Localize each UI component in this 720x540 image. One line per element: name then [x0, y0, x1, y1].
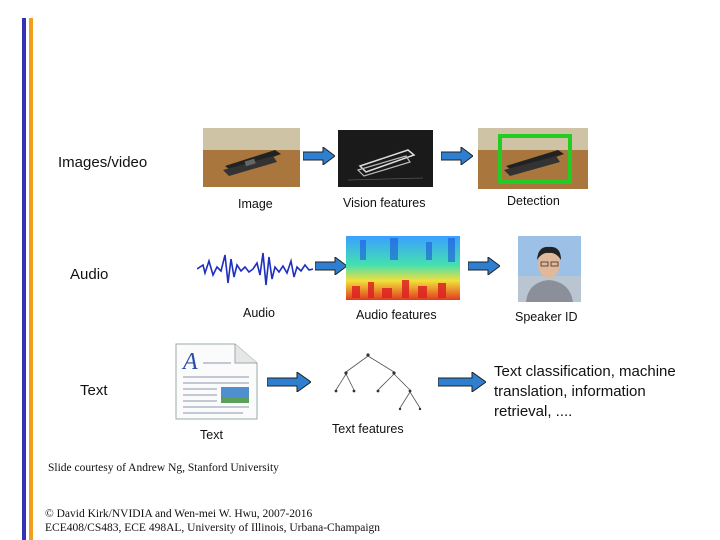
text-result-description: Text classification, machine translation…	[494, 362, 676, 422]
caption-text: Text	[200, 428, 223, 442]
arrow-right-icon	[438, 372, 486, 392]
speaker-portrait	[518, 236, 581, 302]
caption-image: Image	[238, 197, 273, 211]
caption-audio: Audio	[243, 306, 275, 320]
caption-detection: Detection	[507, 194, 560, 208]
document-letter-glyph: A	[181, 349, 198, 375]
left-accent-bar-orange	[29, 18, 33, 540]
audio-spectrogram	[346, 236, 460, 300]
detection-box	[498, 134, 572, 184]
row-label-images: Images/video	[58, 154, 148, 171]
document-icon: A	[175, 343, 258, 420]
arrow-right-icon	[303, 147, 335, 165]
row-label-audio: Audio	[70, 266, 109, 283]
arrow-right-icon	[267, 372, 311, 392]
vision-features-edge-image	[338, 130, 433, 187]
left-accent-bar-blue	[22, 18, 26, 540]
text-result-line: retrieval, ....	[494, 403, 573, 420]
arrow-right-icon	[315, 257, 347, 275]
copyright-line-2: ECE408/CS483, ECE 498AL, University of I…	[45, 522, 381, 534]
stapler-photo	[203, 128, 300, 187]
row-label-text: Text	[80, 382, 108, 399]
parse-tree-diagram	[334, 353, 422, 411]
arrow-right-icon	[441, 147, 473, 165]
arrow-right-icon	[468, 257, 500, 275]
text-result-line: Text classification, machine	[494, 363, 676, 380]
caption-audio-features: Audio features	[356, 308, 437, 322]
slide-credit: Slide courtesy of Andrew Ng, Stanford Un…	[48, 462, 279, 474]
copyright-line-1: © David Kirk/NVIDIA and Wen-mei W. Hwu, …	[45, 508, 313, 520]
caption-speaker-id: Speaker ID	[515, 310, 578, 324]
caption-vision-features: Vision features	[343, 196, 426, 210]
text-result-line: translation, information	[494, 383, 646, 400]
caption-text-features: Text features	[332, 422, 404, 436]
audio-waveform	[197, 252, 313, 286]
detection-photo	[478, 128, 588, 189]
